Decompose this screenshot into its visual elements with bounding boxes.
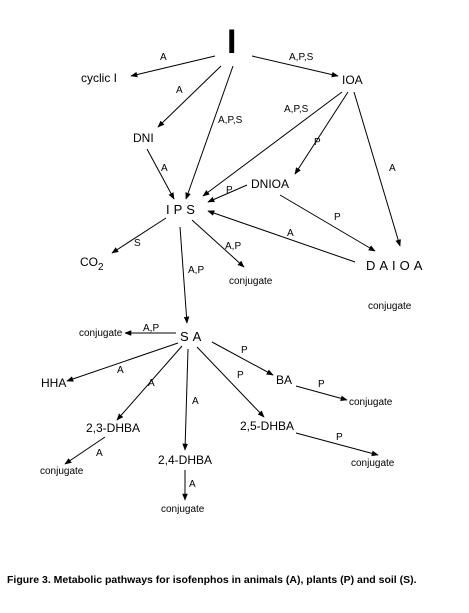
- node-conjugate-2-3-dhba: conjugate: [40, 466, 84, 477]
- edge-label-sa-conjugate: A,P: [143, 323, 159, 334]
- node-conjugate-sa: conjugate: [79, 328, 123, 339]
- edge-sa-to-2-3-dhba: [116, 345, 183, 421]
- node-2-4-dhba: 2,4-DHBA: [158, 453, 212, 467]
- edge-2-3-dhba-to-conjugate: [64, 436, 106, 465]
- edge-ips-to-sa: [179, 226, 190, 324]
- edge-ba-to-conjugate: [295, 385, 348, 402]
- edge-label-ioa-dnioa: P: [314, 137, 321, 148]
- figure-caption: Figure 3. Metabolic pathways for isofenp…: [7, 574, 417, 586]
- edge-label-i-ioa: A,P,S: [289, 52, 314, 63]
- edge-label-ips-sa: A,P: [188, 265, 204, 276]
- edge-ioa-to-dnioa: [294, 91, 349, 175]
- edge-ips-to-co2: [111, 217, 167, 254]
- node-ioa: IOA: [342, 73, 363, 87]
- node-cyclic-i: cyclic I: [81, 71, 117, 85]
- edge-dni-to-ips: [146, 148, 175, 200]
- node-hha: HHA: [41, 376, 66, 390]
- edge-label-sa-ba: P: [241, 345, 248, 356]
- edge-label-i-ips: A,P,S: [218, 115, 243, 126]
- node-conjugate-daioa: conjugate: [368, 301, 412, 312]
- node-conjugate-ips: conjugate: [229, 276, 273, 287]
- edge-daioa-to-ips: [207, 210, 356, 263]
- edge-label-ips-conjugate: A,P: [225, 241, 241, 252]
- edge-label-2-4-dhba-conjugate: A: [189, 479, 196, 490]
- node-isofenphos: I: [227, 23, 236, 61]
- edge-label-daioa-ips: A: [287, 228, 294, 239]
- edge-2-5-dhba-to-conjugate: [295, 432, 379, 457]
- edge-sa-to-hha: [66, 342, 179, 382]
- node-sa: SA: [180, 329, 205, 344]
- node-ips: IPS: [166, 202, 199, 217]
- edge-label-sa-2-4-dhba: A: [192, 396, 199, 407]
- edge-sa-to-2-4-dhba: [182, 348, 189, 451]
- edge-ioa-to-ips: [202, 91, 343, 197]
- edge-label-ioa-ips: A,P,S: [284, 104, 309, 115]
- edge-label-2-3-dhba-conjugate: A: [96, 448, 103, 459]
- edge-label-i-cyclic: A: [160, 52, 167, 63]
- edge-label-dnioa-daioa: P: [334, 212, 341, 223]
- edge-label-2-5-dhba-conjugate: P: [336, 432, 343, 443]
- edge-sa-to-ba: [211, 341, 274, 376]
- edge-label-dnioa-ips: P: [226, 185, 233, 196]
- node-conjugate-ba: conjugate: [349, 397, 393, 408]
- edge-i-to-cyclic: [130, 55, 216, 78]
- co2-subscript: 2: [98, 262, 104, 273]
- edge-ips-to-conjugate: [191, 219, 245, 268]
- node-dnioa: DNIOA: [251, 177, 289, 191]
- node-conjugate-2-5-dhba: conjugate: [351, 458, 395, 469]
- edge-ioa-to-daioa: [353, 91, 401, 247]
- edge-i-to-ioa: [251, 55, 339, 78]
- edge-sa-to-2-5-dhba: [196, 346, 265, 418]
- node-2-5-dhba: 2,5-DHBA: [240, 419, 294, 433]
- edge-label-sa-2-5-dhba: P: [237, 370, 244, 381]
- edge-label-i-dni: A: [176, 85, 183, 96]
- edge-label-ba-conjugate: P: [318, 379, 325, 390]
- node-dni: DNI: [133, 131, 154, 145]
- node-co2: CO2: [80, 255, 104, 273]
- node-ba: BA: [276, 373, 292, 387]
- edge-label-sa-hha: A: [117, 365, 124, 376]
- edge-dnioa-to-ips: [207, 184, 248, 203]
- node-conjugate-2-4-dhba: conjugate: [161, 504, 205, 515]
- node-2-3-dhba: 2,3-DHBA: [86, 421, 140, 435]
- edge-dnioa-to-daioa: [279, 194, 376, 252]
- edge-label-dni-ips: A: [161, 163, 168, 174]
- edge-i-to-dni: [157, 65, 222, 128]
- node-daioa: DAIOA: [366, 258, 426, 273]
- edge-label-sa-2-3-dhba: A: [148, 378, 155, 389]
- edge-label-ioa-daioa: A: [389, 163, 396, 174]
- edge-i-to-ips: [185, 65, 234, 200]
- edge-label-ips-co2: S: [134, 238, 141, 249]
